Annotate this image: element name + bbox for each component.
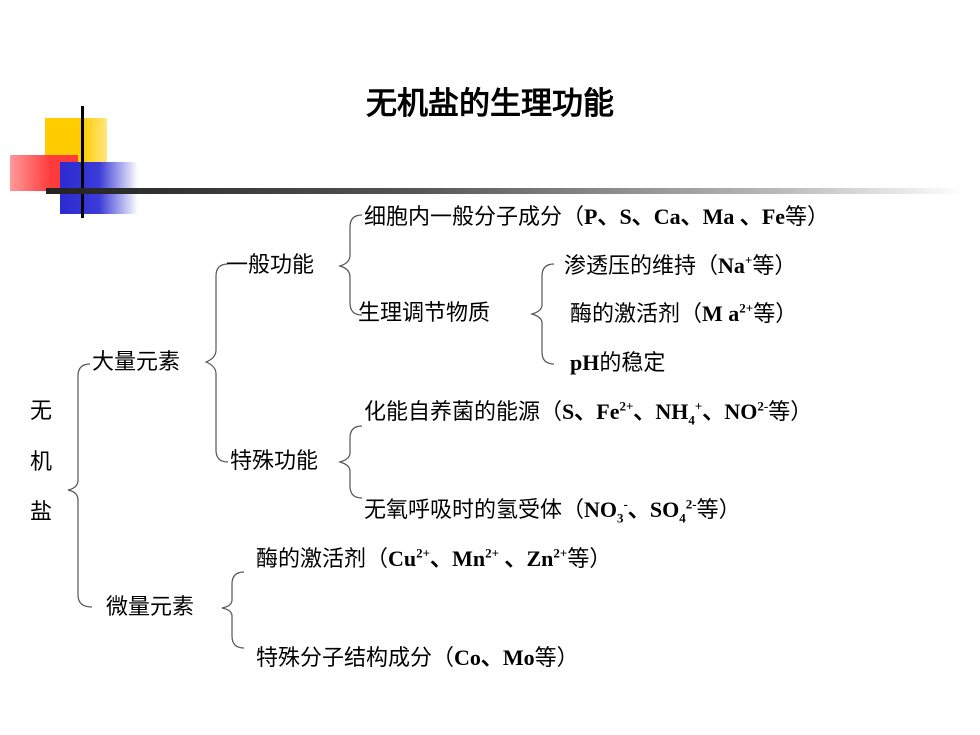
root-char-1: 无	[30, 399, 53, 424]
major-elements-label: 大量元素	[92, 350, 181, 375]
vertical-bar	[81, 106, 84, 218]
root-char-3: 盐	[30, 500, 53, 525]
osmotic-item: 渗透压的维持（Na+等）	[564, 252, 797, 279]
trace-enzyme-item: 酶的激活剂（Cu2+、Mn2+ 、Zn2+等）	[256, 545, 612, 572]
general-component-item: 细胞内一般分子成分（P、S、Ca、Ma 、Fe等）	[364, 204, 830, 230]
horizontal-rule	[46, 188, 966, 194]
general-function-label: 一般功能	[226, 253, 315, 278]
enzyme-activator-item: 酶的激活剂（M a2+等）	[570, 300, 798, 327]
trace-elements-label: 微量元素	[106, 595, 195, 620]
regulatory-substance-label: 生理调节物质	[358, 301, 491, 326]
special-function-label: 特殊功能	[230, 449, 319, 474]
ph-item: pH的稳定	[570, 350, 666, 376]
page-title: 无机盐的生理功能	[366, 86, 614, 122]
hydrogen-acceptor-item: 无氧呼吸时的氢受体（NO3-、SO42-等）	[364, 496, 741, 526]
trace-structure-item: 特殊分子结构成分（Co、Mo等）	[256, 645, 579, 671]
root-char-2: 机	[30, 450, 53, 475]
energy-source-item: 化能自养菌的能源（S、Fe2+、NH4+、NO2-等）	[364, 398, 813, 428]
